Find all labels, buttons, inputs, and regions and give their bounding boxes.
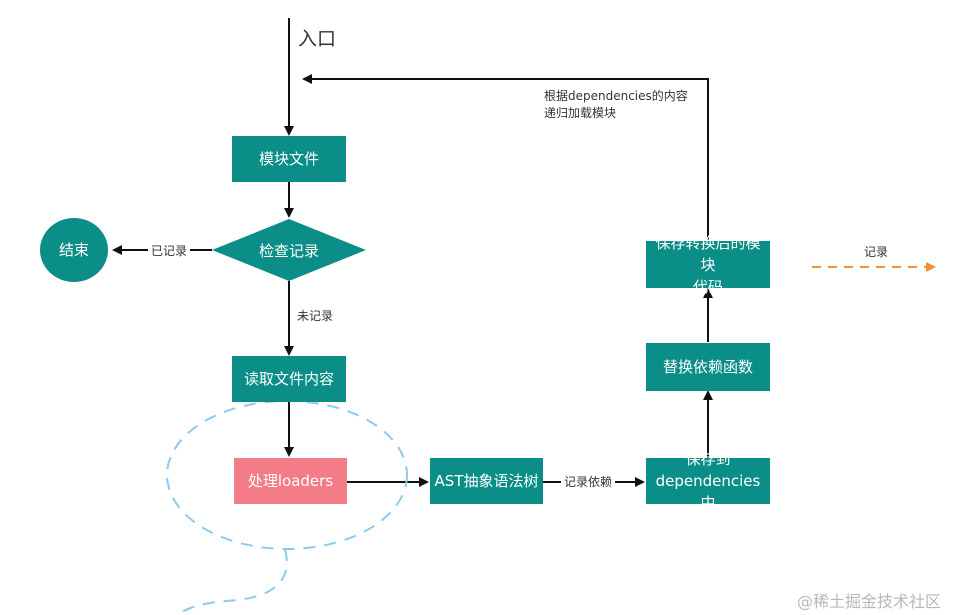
node-read-file: 读取文件内容 — [232, 356, 346, 402]
node-replace-fn: 替换依赖函数 — [646, 343, 770, 391]
loaders-highlight-tail — [181, 548, 288, 613]
node-save-code: 保存转换后的模块 代码 — [646, 234, 770, 296]
legend-record-label: 记录 — [864, 244, 889, 260]
node-save-deps-line1: 保存到 — [685, 450, 731, 468]
node-ast: AST抽象语法树 — [430, 458, 543, 504]
edge-label-record-deps: 记录依赖 — [561, 474, 616, 490]
edge-label-recursive-line2: 递归加载模块 — [544, 106, 617, 120]
edge-label-recorded: 已记录 — [148, 243, 191, 259]
node-save-code-line2: 代码 — [692, 277, 723, 296]
edge-label-not-recorded: 未记录 — [297, 308, 334, 324]
node-save-code-line1: 保存转换后的模块 — [655, 233, 761, 274]
node-save-deps: 保存到 dependencies中 — [646, 450, 770, 512]
node-module-file: 模块文件 — [232, 136, 346, 182]
node-process-loaders: 处理loaders — [234, 458, 347, 504]
node-end: 结束 — [40, 218, 108, 282]
check-record-diamond — [212, 219, 366, 281]
entry-label: 入口 — [298, 28, 337, 50]
node-check-record-label: 检查记录 — [258, 241, 319, 260]
watermark: @稀土掘金技术社区 — [797, 592, 942, 611]
edge-label-recursive-line1: 根据dependencies的内容 — [544, 89, 688, 103]
arrow-recursive-loop — [302, 74, 709, 240]
edge-label-recursive: 根据dependencies的内容 递归加载模块 — [544, 88, 688, 122]
node-save-deps-line2: dependencies中 — [655, 472, 761, 512]
